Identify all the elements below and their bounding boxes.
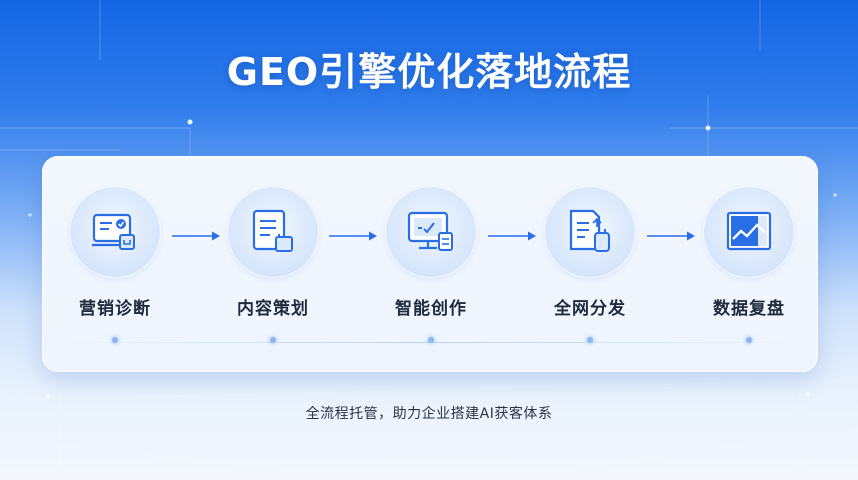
step-dot <box>270 337 276 343</box>
page-subtitle: 全流程托管，助力企业搭建AI获客体系 <box>305 406 553 422</box>
step-label: 智能创作 <box>395 299 467 319</box>
arrow-right-icon <box>647 231 695 241</box>
document-distribute-icon <box>569 209 610 252</box>
page-title: GEO引擎优化落地流程 <box>226 50 632 94</box>
step-smart-creation: 智能创作 <box>376 186 486 356</box>
step-label: 营销诊断 <box>79 299 151 319</box>
step-dot <box>112 337 118 343</box>
arrow-right-icon <box>488 231 536 241</box>
screen-create-icon <box>407 211 453 251</box>
chart-review-icon <box>726 211 772 251</box>
panel-divider <box>52 342 808 343</box>
step-label: 内容策划 <box>237 299 309 319</box>
arrow-right-icon <box>329 231 377 241</box>
step-label: 数据复盘 <box>713 299 785 319</box>
document-plan-icon <box>252 209 293 252</box>
step-data-review: 数据复盘 <box>694 186 804 356</box>
step-marketing-diagnosis: 营销诊断 <box>60 186 170 356</box>
step-icon-circle <box>703 186 795 278</box>
step-network-distribution: 全网分发 <box>535 186 645 356</box>
step-icon-circle <box>385 186 477 278</box>
step-dot <box>428 337 434 343</box>
step-dot <box>587 337 593 343</box>
step-icon-circle <box>227 186 319 278</box>
step-label: 全网分发 <box>554 299 626 319</box>
step-dot <box>746 337 752 343</box>
process-panel: 营销诊断 内容策划 <box>42 156 818 372</box>
step-icon-circle <box>544 186 636 278</box>
monitor-diagnosis-icon <box>92 213 135 250</box>
step-content-planning: 内容策划 <box>218 186 328 356</box>
arrow-right-icon <box>172 231 220 241</box>
step-icon-circle <box>69 186 161 278</box>
